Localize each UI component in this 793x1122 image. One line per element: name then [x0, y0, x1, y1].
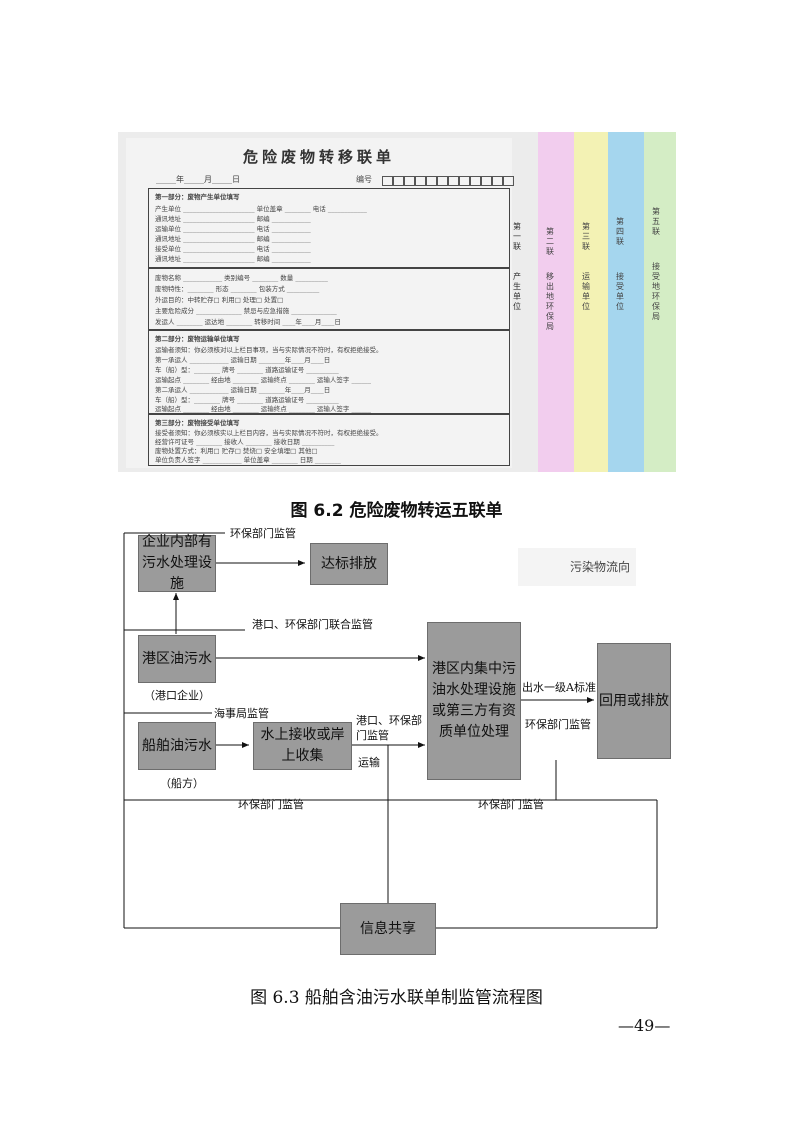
form-line: 接受单位 ______________________ 电话 _________…	[155, 245, 311, 253]
form-line: 车（船）型：________ 牌号 ________ 道路运输证号 ______…	[155, 396, 339, 404]
form-line: 运输者须知：你必须核对以上栏目事项，当与实际情况不符时，有权拒绝接受。	[155, 346, 383, 354]
box-ship-oily-water: 船舶油污水	[138, 722, 216, 770]
form-line: 通讯地址 ______________________ 邮编 _________…	[155, 255, 311, 263]
box-port-oily-water: 港区油污水	[138, 635, 216, 683]
page-number: —49—	[618, 1016, 671, 1035]
box-reuse-or-discharge: 回用或排放	[597, 643, 671, 759]
form-number-box	[470, 176, 481, 186]
form-number-label: 编号	[356, 175, 372, 184]
copy-5-unit: 接受地环保局	[652, 262, 660, 321]
legend-label: 污染物流向	[570, 560, 631, 574]
form-line: 废物特性：________ 形态 ________ 包装方式 _________…	[155, 285, 320, 293]
form-number-box	[437, 176, 448, 186]
copy-strip-3: 第三联 运输单位	[574, 132, 608, 472]
copy-strip-2: 第二联 移出地环保局	[538, 132, 574, 472]
form-line: 通讯地址 ______________________ 邮编 _________…	[155, 235, 311, 243]
form-line: 接受者须知：你必须核实以上栏目内容，当与实际情况不符时，有权拒绝接受。	[155, 429, 383, 437]
label-env-supervision-bottom-right: 环保部门监管	[478, 798, 544, 811]
figure-6-3-caption: 图 6.3 船舶含油污水联单制监管流程图	[250, 988, 543, 1008]
box-discharge: 达标排放	[310, 543, 388, 585]
form-line: 发运人 ________ 运达地 ________ 转移时间 ____年____…	[155, 318, 341, 326]
form-part2-header: 第二部分：废物运输单位填写	[155, 335, 240, 343]
form-number-box	[503, 176, 514, 186]
form-number-box	[382, 176, 393, 186]
form-number-box	[492, 176, 503, 186]
form-line: 外运目的：中转贮存□ 利用□ 处理□ 处置□	[155, 296, 284, 304]
form-line: 第二承运人 ____________ 运输日期 ________年____月__…	[155, 386, 331, 394]
flow-legend	[518, 548, 636, 586]
copy-3-unit: 运输单位	[582, 272, 590, 311]
label-joint-supervision: 港口、环保部门联合监管	[252, 618, 373, 631]
copy-4-name: 第四联	[616, 217, 624, 246]
form-number-box	[448, 176, 459, 186]
form-number-box	[426, 176, 437, 186]
figure-6-2-caption: 图 6.2 危险废物转运五联单	[290, 501, 503, 521]
box-internal-treatment: 企业内部有污水处理设施	[138, 534, 216, 592]
form-line: 单位负责人签字 ____________ 单位盖章 ________ 日期 __…	[155, 456, 341, 464]
box-water-receive: 水上接收或岸上收集	[253, 722, 352, 770]
form-copy1-label: 第一联	[513, 222, 521, 251]
form-line: 主要危险成分 ______________ 禁忌与应急措施 __________…	[155, 307, 337, 315]
form-line: 经营许可证号 ________ 接收人 ________ 接收日期 ______…	[155, 438, 335, 446]
form-line: 产生单位 ______________________ 单位盖章 _______…	[155, 205, 367, 213]
label-msa-supervision: 海事局监管	[214, 707, 269, 720]
form-waste-info: 废物名称 ____________ 类别编号 ________ 数量 _____…	[148, 268, 510, 330]
copy-3-name: 第三联	[582, 222, 590, 251]
form-number-box	[415, 176, 426, 186]
form-line: 废物处置方式：利用□ 贮存□ 焚烧□ 安全填埋□ 其他□	[155, 447, 318, 455]
form-number-box	[459, 176, 470, 186]
copy-4-unit: 接受单位	[616, 272, 624, 311]
form-copy1-unit: 产生单位	[513, 272, 521, 311]
copy-strip-4: 第四联 接受单位	[608, 132, 644, 472]
box-info-share: 信息共享	[340, 903, 436, 955]
form-number-box	[481, 176, 492, 186]
form-number-box	[393, 176, 404, 186]
copy-2-unit: 移出地环保局	[546, 272, 554, 331]
form-line: 运输单位 ______________________ 电话 _________…	[155, 225, 311, 233]
copy-strip-5: 第五联 接受地环保局	[644, 132, 676, 472]
form-line: 第一承运人 ____________ 运输日期 ________年____月__…	[155, 356, 331, 364]
form-line: 废物名称 ____________ 类别编号 ________ 数量 _____…	[155, 274, 328, 282]
label-effluent-standard: 出水一级A标准	[522, 681, 596, 694]
form-title: 危险废物转移联单	[242, 148, 395, 166]
form-part1-header: 第一部分：废物产生单位填写	[155, 193, 240, 201]
label-port-env-supervision: 港口、环保部门监管	[356, 714, 422, 742]
copy-5-name: 第五联	[652, 207, 660, 236]
form-line: 运输起点 ________ 经由地 ________ 运输终点 ________…	[155, 376, 371, 384]
label-env-supervision-top: 环保部门监管	[230, 527, 296, 540]
form-part1: 第一部分：废物产生单位填写 产生单位 _____________________…	[148, 188, 510, 268]
form-line: 通讯地址 ______________________ 邮编 _________…	[155, 215, 311, 223]
form-main-sheet: 危险废物转移联单 _____年_____月_____日 编号 第一部分：废物产生…	[126, 138, 514, 468]
form-line: 运输起点 ________ 经由地 ________ 运输终点 ________…	[155, 405, 371, 413]
label-transport: 运输	[358, 756, 380, 769]
form-part2: 第二部分：废物运输单位填写 运输者须知：你必须核对以上栏目事项，当与实际情况不符…	[148, 330, 510, 414]
hazardous-waste-form-image: 危险废物转移联单 _____年_____月_____日 编号 第一部分：废物产生…	[118, 132, 676, 472]
label-env-supervision-right: 环保部门监管	[525, 718, 591, 731]
form-line: 车（船）型：________ 牌号 ________ 道路运输证号 ______…	[155, 366, 339, 374]
form-date: _____年_____月_____日	[156, 175, 240, 184]
label-env-supervision-bottom-left: 环保部门监管	[238, 798, 304, 811]
label-port-enterprise: （港口企业）	[144, 689, 210, 702]
box-port-central-treatment: 港区内集中污油水处理设施或第三方有资质单位处理	[427, 622, 521, 780]
form-number-box	[404, 176, 415, 186]
copy-2-name: 第二联	[546, 227, 554, 256]
form-part3-header: 第三部分：废物接受单位填写	[155, 419, 240, 427]
label-ship-side: （船方）	[160, 777, 204, 790]
form-part3: 第三部分：废物接受单位填写 接受者须知：你必须核实以上栏目内容，当与实际情况不符…	[148, 414, 510, 466]
